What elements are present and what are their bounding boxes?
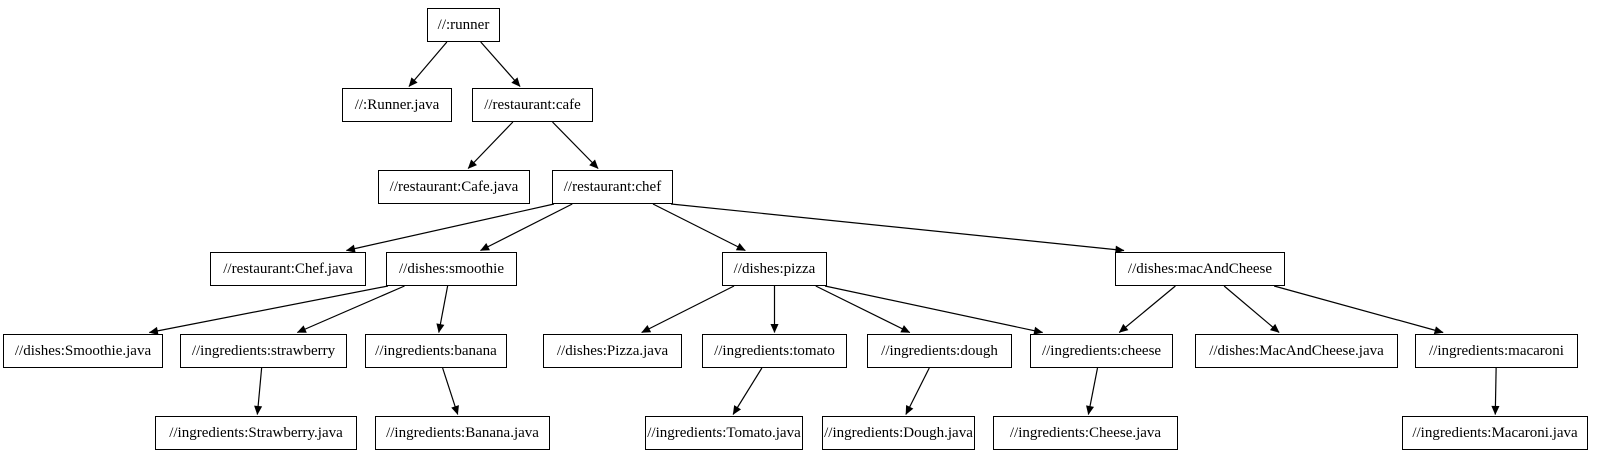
node-label: //dishes:MacAndCheese.java <box>1209 342 1384 359</box>
node-label: //ingredients:Macaroni.java <box>1412 424 1578 441</box>
node-tomato-java: //ingredients:Tomato.java <box>645 416 803 450</box>
edge-pizza-to-dough <box>815 285 911 334</box>
node-label: //:runner <box>437 16 490 33</box>
node-label: //restaurant:cafe <box>484 96 581 113</box>
edge-mac-and-cheese-to-cheese <box>1118 285 1176 333</box>
node-label: //ingredients:Tomato.java <box>647 424 801 441</box>
edge-runner-to-cafe <box>480 41 521 87</box>
node-cheese: //ingredients:cheese <box>1030 334 1173 368</box>
edge-group <box>148 41 1500 415</box>
node-mac-and-cheese-java: //dishes:MacAndCheese.java <box>1195 334 1398 368</box>
node-dough-java: //ingredients:Dough.java <box>822 416 975 450</box>
edge-cheese-to-cheese-java <box>1086 367 1099 415</box>
node-mac-and-cheese: //dishes:macAndCheese <box>1115 252 1285 286</box>
node-label: //ingredients:Strawberry.java <box>169 424 343 441</box>
node-macaroni-java: //ingredients:Macaroni.java <box>1402 416 1588 450</box>
node-tomato: //ingredients:tomato <box>702 334 847 368</box>
node-pizza: //dishes:pizza <box>722 252 827 286</box>
node-label: //ingredients:strawberry <box>191 342 336 359</box>
edge-chef-to-chef-java <box>345 203 555 253</box>
node-cafe-java: //restaurant:Cafe.java <box>378 170 530 204</box>
edge-chef-to-smoothie <box>480 203 573 252</box>
node-label: //dishes:Smoothie.java <box>14 342 152 359</box>
edge-banana-to-banana-java <box>442 367 459 415</box>
node-macaroni: //ingredients:macaroni <box>1415 334 1578 368</box>
node-smoothie: //dishes:smoothie <box>386 252 517 286</box>
node-label: //ingredients:tomato <box>714 342 835 359</box>
node-cheese-java: //ingredients:Cheese.java <box>993 416 1178 450</box>
node-banana: //ingredients:banana <box>365 334 507 368</box>
edge-pizza-to-pizza-java <box>641 285 735 334</box>
node-label: //ingredients:banana <box>375 342 497 359</box>
node-label: //ingredients:dough <box>881 342 998 359</box>
node-pizza-java: //dishes:Pizza.java <box>543 334 682 368</box>
node-label: //dishes:pizza <box>733 260 816 277</box>
edge-strawberry-to-strawberry-java <box>254 367 263 415</box>
edge-tomato-to-tomato-java <box>732 367 763 415</box>
node-label: //restaurant:Cafe.java <box>389 178 519 195</box>
node-strawberry-java: //ingredients:Strawberry.java <box>155 416 357 450</box>
node-label: //ingredients:Banana.java <box>386 424 539 441</box>
edge-cafe-to-chef <box>552 121 599 169</box>
edge-smoothie-to-smoothie-java <box>148 285 389 335</box>
edge-pizza-to-cheese <box>824 285 1044 335</box>
node-chef-java: //restaurant:Chef.java <box>210 252 366 286</box>
edge-mac-and-cheese-to-macaroni <box>1273 285 1444 335</box>
edge-cafe-to-cafe-java <box>467 121 514 169</box>
node-label: //dishes:macAndCheese <box>1127 260 1273 277</box>
node-label: //:Runner.java <box>354 96 440 113</box>
node-cafe: //restaurant:cafe <box>472 88 593 122</box>
node-strawberry: //ingredients:strawberry <box>180 334 347 368</box>
node-label: //restaurant:chef <box>563 178 662 195</box>
node-label: //dishes:smoothie <box>399 260 504 277</box>
edge-macaroni-to-macaroni-java <box>1491 367 1500 415</box>
node-chef: //restaurant:chef <box>552 170 673 204</box>
edge-mac-and-cheese-to-mac-and-cheese-java <box>1223 285 1280 333</box>
node-label: //ingredients:Cheese.java <box>1009 424 1162 441</box>
node-label: //dishes:Pizza.java <box>556 342 669 359</box>
edge-chef-to-pizza <box>652 203 746 252</box>
edge-smoothie-to-banana <box>436 285 449 333</box>
edge-chef-to-mac-and-cheese <box>670 203 1125 254</box>
edge-runner-to-runner-java <box>408 41 448 87</box>
node-runner: //:runner <box>427 8 500 42</box>
node-label: //ingredients:macaroni <box>1429 342 1564 359</box>
node-label: //ingredients:cheese <box>1041 342 1162 359</box>
node-dough: //ingredients:dough <box>867 334 1012 368</box>
node-runner-java: //:Runner.java <box>342 88 452 122</box>
node-label: //restaurant:Chef.java <box>223 260 353 277</box>
node-smoothie-java: //dishes:Smoothie.java <box>3 334 163 368</box>
node-banana-java: //ingredients:Banana.java <box>375 416 550 450</box>
edge-smoothie-to-strawberry <box>296 285 405 334</box>
edge-dough-to-dough-java <box>905 367 930 415</box>
node-label: //ingredients:Dough.java <box>824 424 973 441</box>
